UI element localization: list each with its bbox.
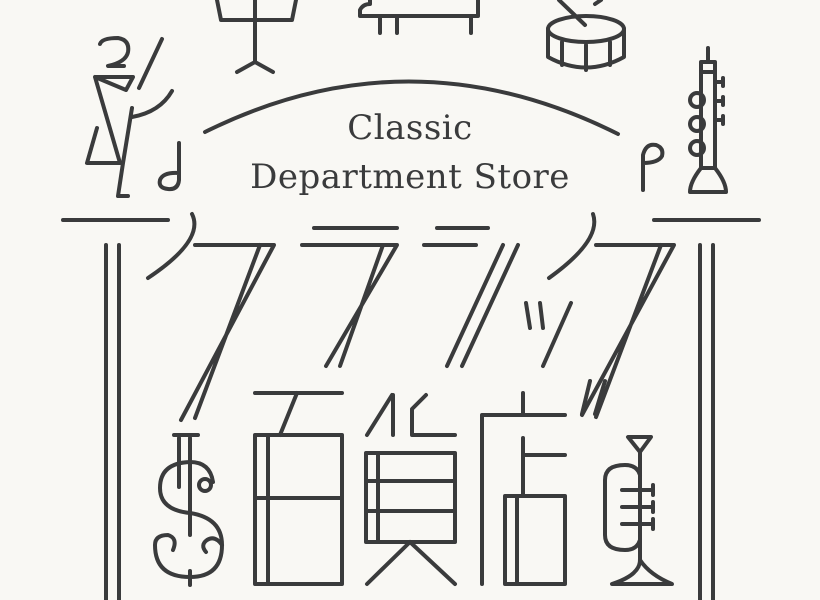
kanji-ka (364, 393, 457, 586)
trumpet-icon (603, 435, 674, 586)
arc (203, 79, 620, 136)
drum-icon (546, 0, 626, 72)
title-line-1: Classic (347, 108, 473, 148)
katakana-small-tsu (524, 301, 573, 368)
conductor-icon (85, 36, 174, 198)
pillar-left (104, 243, 121, 600)
kanji-ten (480, 379, 607, 586)
cello-dollar-icon (153, 433, 224, 587)
kanji-hyaku (253, 391, 344, 586)
piano-icon (358, 0, 480, 35)
clarinet-icon (688, 46, 728, 194)
katakana-ra-2 (422, 226, 520, 368)
katakana-ku-1 (146, 212, 276, 422)
katakana-ra (300, 226, 399, 368)
quarter-note-icon (641, 142, 665, 192)
half-note-icon (157, 141, 181, 192)
katakana-ku-2 (547, 212, 676, 419)
title-line-2: Department Store (250, 157, 570, 197)
music-stand-icon (215, 0, 298, 74)
pillar-right (698, 243, 715, 600)
